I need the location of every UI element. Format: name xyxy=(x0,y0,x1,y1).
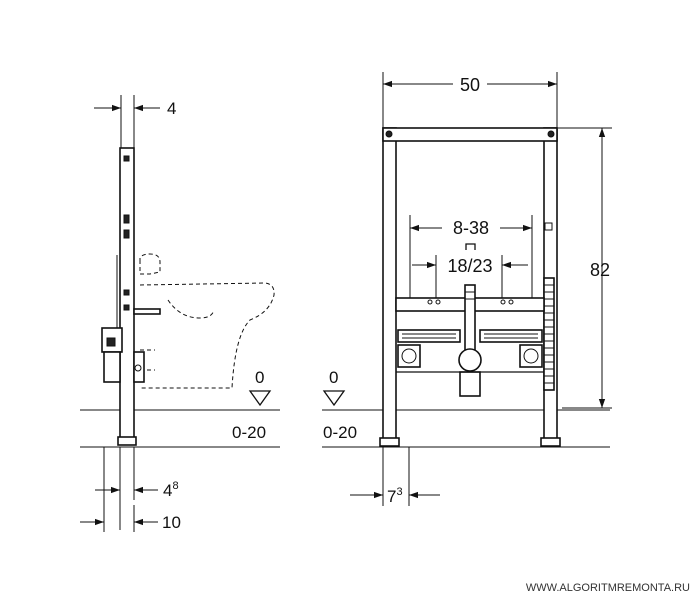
front-floor-level-symbol xyxy=(322,390,346,407)
front-centre-mark xyxy=(465,243,476,250)
side-floor-level-symbol xyxy=(248,390,272,407)
watermark-text: WWW.ALGORITMREMONTA.RU xyxy=(525,582,690,594)
front-frame-left-upright xyxy=(382,127,397,441)
front-fixing-plate-left xyxy=(397,329,461,343)
front-fitting-right xyxy=(519,344,543,368)
side-bidet-outline xyxy=(139,253,161,275)
front-fixing-plate-right xyxy=(479,329,543,343)
side-top-dim-label: 4 xyxy=(167,99,176,118)
front-width-label: 50 xyxy=(460,75,480,95)
side-view: 4 0 0-20 48 xyxy=(80,95,280,532)
front-floor-range-label: 0-20 xyxy=(323,423,357,442)
front-height-label: 82 xyxy=(590,260,610,280)
front-outlet-range-label: 8-38 xyxy=(453,218,489,238)
side-connection-pipe xyxy=(133,308,161,315)
side-floor-range-label: 0-20 xyxy=(232,423,266,442)
front-supply-pipe xyxy=(464,284,476,351)
front-connection-spacing-label: 18/23 xyxy=(447,256,492,276)
front-foot-offset-label: 73 xyxy=(387,486,403,506)
side-bottom-dim2-label: 10 xyxy=(162,513,181,532)
side-floor-level-label: 0 xyxy=(255,368,264,387)
front-fitting-left xyxy=(397,344,421,368)
front-drain-trap xyxy=(458,348,482,372)
side-bottom-dim1-label: 48 xyxy=(163,480,179,500)
front-frame-top-rail xyxy=(382,127,558,142)
front-floor-level-label: 0 xyxy=(329,368,338,387)
front-view: 50 82 8-38 18/23 xyxy=(322,72,612,506)
